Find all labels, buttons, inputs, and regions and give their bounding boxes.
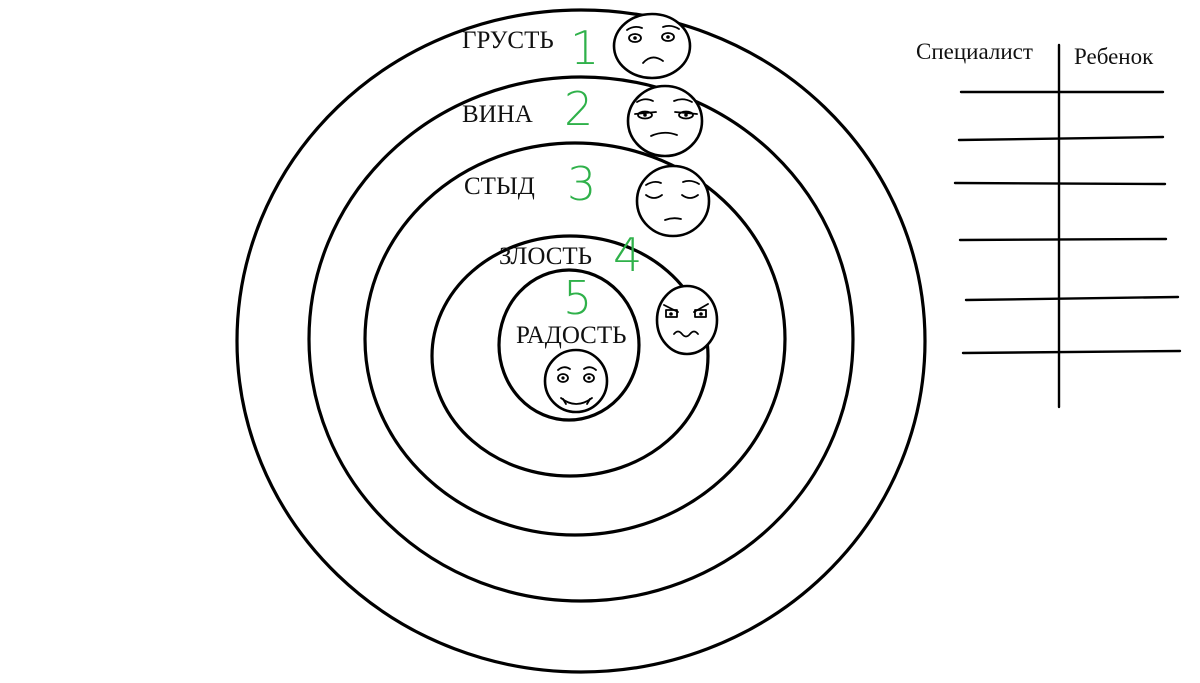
number-4: 4 <box>613 228 642 282</box>
number-5: 5 <box>563 271 592 325</box>
label-sadness: ГРУСТЬ <box>462 27 554 54</box>
ring-guilt <box>307 75 855 603</box>
column-header-child: Ребенок <box>1074 44 1154 69</box>
guilty-face-icon <box>626 84 704 158</box>
column-header-specialist: Специалист <box>916 39 1033 64</box>
table-row-line <box>957 135 1165 142</box>
ring-labels: ГРУСТЬ ВИНА СТЫД ЗЛОСТЬ РАДОСТЬ <box>462 27 626 349</box>
ring-anger <box>430 234 710 478</box>
ring-shame <box>363 141 787 537</box>
ashamed-face-icon <box>635 164 711 238</box>
angry-face-icon <box>655 284 719 356</box>
label-shame: СТЫД <box>464 173 535 200</box>
table-row-line <box>958 237 1168 242</box>
table-row-line <box>964 295 1180 302</box>
happy-face-icon <box>543 348 609 414</box>
ring-joy <box>497 268 641 422</box>
number-1: 1 <box>570 21 599 75</box>
label-guilt: ВИНА <box>462 101 533 128</box>
table-row-line <box>953 181 1167 186</box>
ring-numbers: 1 2 3 4 5 <box>563 21 642 325</box>
sad-face-icon <box>612 12 692 80</box>
number-3: 3 <box>567 157 596 211</box>
comparison-table: Специалист Ребенок <box>916 39 1182 409</box>
table-row-line <box>961 349 1182 355</box>
number-2: 2 <box>564 82 593 136</box>
label-anger: ЗЛОСТЬ <box>499 243 592 270</box>
concentric-rings <box>235 8 927 674</box>
ring-sadness <box>235 8 927 674</box>
label-joy: РАДОСТЬ <box>516 322 626 349</box>
